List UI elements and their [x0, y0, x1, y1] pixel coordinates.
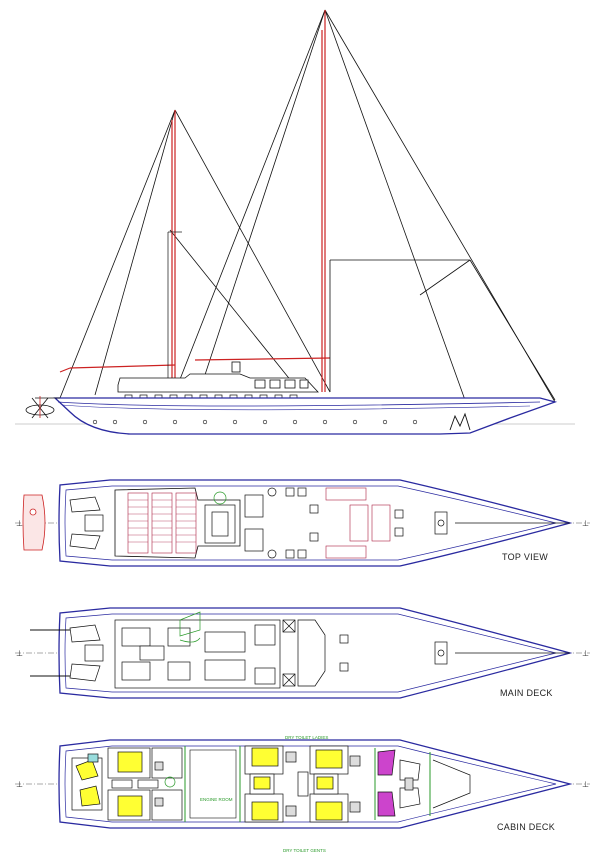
- ensuite-heads: [285, 751, 361, 817]
- cabin-deck-plan: ⊥ ⊥: [15, 739, 590, 829]
- svg-text:⊥: ⊥: [582, 519, 589, 528]
- svg-text:⊥: ⊥: [16, 780, 23, 789]
- guest-cabins-fore: [244, 745, 349, 823]
- svg-text:⊥: ⊥: [16, 519, 23, 528]
- sailfish-logo-icon: [449, 412, 471, 431]
- engine-room-label: ENGINE ROOM: [200, 797, 233, 802]
- guest-cabin-aft-port: [107, 747, 183, 779]
- svg-text:⊥: ⊥: [582, 780, 589, 789]
- sunbeds-fore: [325, 487, 391, 559]
- sunbeds-aft: [127, 492, 197, 554]
- main-deck-plan: ⊥ ⊥: [15, 607, 590, 699]
- portholes: [92, 419, 418, 425]
- aft-seating: [69, 624, 104, 682]
- deck-seats: [285, 487, 404, 559]
- top-view-plan: ⊥ ⊥: [15, 479, 590, 567]
- svg-text:⊥: ⊥: [16, 649, 23, 658]
- davit-dinghy: [25, 396, 55, 419]
- dry-toilet-gents-note: DRY TOILET GENTS: [283, 848, 326, 853]
- helm-station: [204, 487, 277, 559]
- wheelhouse-deck: [282, 619, 326, 687]
- main-deck-label: MAIN DECK: [500, 688, 553, 698]
- fore-hatch: [434, 511, 448, 535]
- svg-text:⊥: ⊥: [582, 649, 589, 658]
- main-stair: [179, 611, 201, 643]
- fore-deck-fittings: [339, 634, 448, 672]
- cabin-deck-label: CABIN DECK: [497, 822, 556, 832]
- engine-room: [189, 749, 237, 819]
- crew-quarters-fore: [377, 749, 421, 817]
- deckhouse: [117, 361, 319, 393]
- masts-and-spars: [59, 10, 331, 392]
- dry-toilet-ladies-note: DRY TOILET LADIES: [285, 735, 329, 740]
- side-hull: [53, 397, 558, 435]
- guest-cabin-aft-starboard: [107, 789, 183, 821]
- aft-cabin: [71, 753, 103, 811]
- side-profile: [15, 9, 575, 435]
- top-view-label: TOP VIEW: [502, 552, 549, 562]
- standing-rigging: [59, 9, 556, 403]
- saloon: [114, 619, 281, 689]
- tender: [22, 494, 46, 551]
- bulkheads: [184, 746, 431, 822]
- aft-cockpit: [69, 496, 104, 550]
